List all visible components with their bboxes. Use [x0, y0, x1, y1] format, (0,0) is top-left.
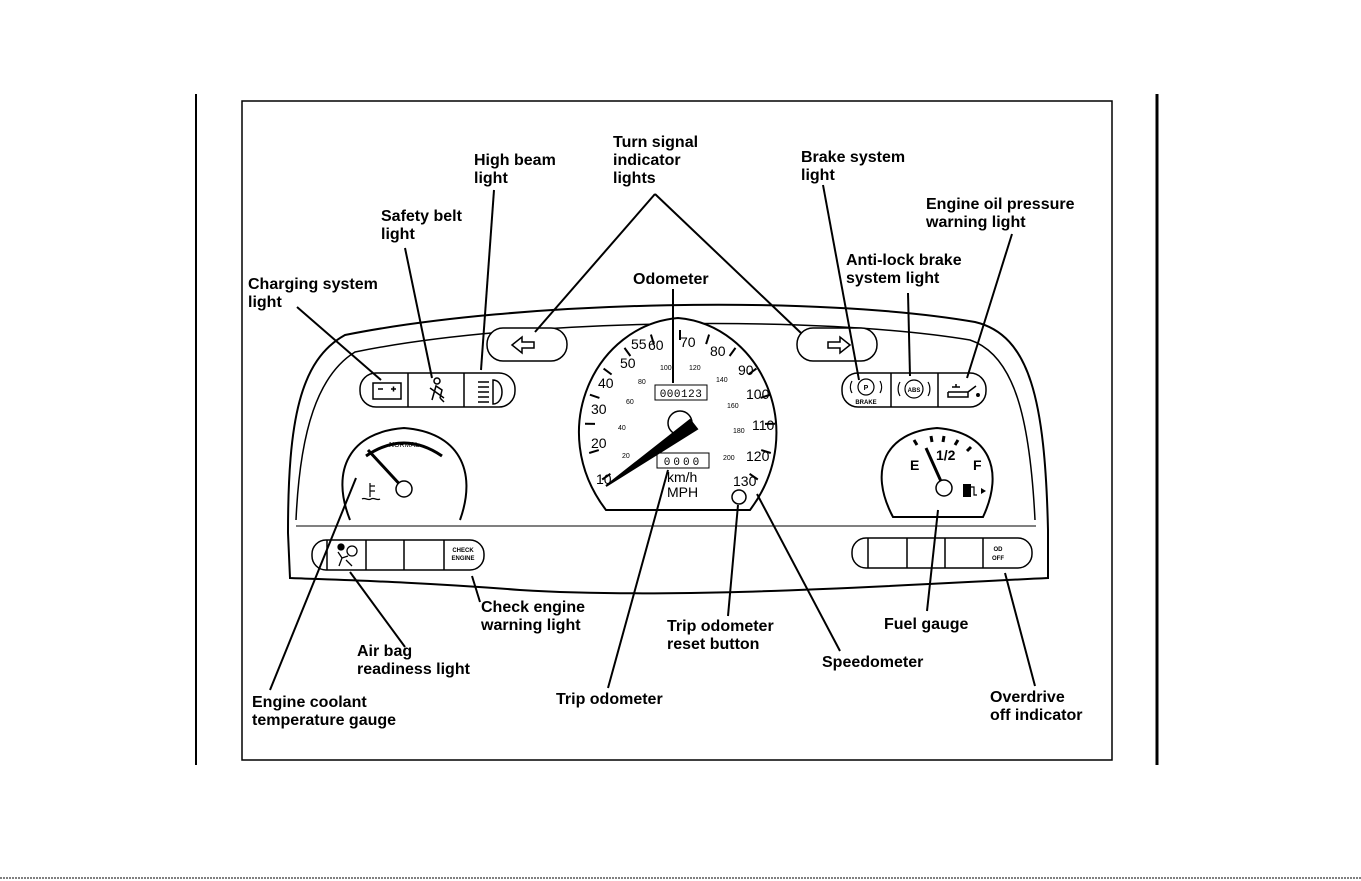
left-indicator-row [359, 372, 516, 408]
speedometer-tick-mark [728, 347, 737, 357]
speedometer-kmh-tick-label: 20 [622, 453, 630, 460]
odometer-reading: 000123 [660, 389, 703, 401]
speedometer-mph-tick-label: 100 [746, 386, 770, 402]
abs-icon: ABS [897, 379, 931, 399]
speedometer-kmh-tick-label: 100 [660, 365, 672, 372]
speedometer-kmh-tick-label: 40 [618, 425, 626, 432]
left-turn-signal-pod [486, 327, 568, 362]
temperature-normal-marking: NORMAL [389, 442, 419, 449]
oil-can-icon [947, 384, 980, 398]
right-indicator-row: P BRAKE ABS [841, 372, 987, 408]
speedometer-mph-tick-label: 40 [598, 375, 614, 391]
speedometer-mph-tick-label: 20 [591, 435, 607, 451]
lower-left-indicator-row: CHECK ENGINE [311, 539, 485, 571]
abs-label: ABS [908, 388, 921, 394]
odometer-window [654, 384, 708, 401]
leader-lines [269, 184, 1036, 691]
speedometer-mph-tick-label: 50 [620, 355, 636, 371]
lower-right-indicator-row: OD OFF [851, 537, 1033, 569]
speedometer-tick-mark [760, 449, 772, 454]
speedometer-mph-tick-label: 90 [738, 362, 754, 378]
kmh-unit: km/h [667, 469, 697, 485]
fuel-full-label: F [973, 457, 982, 473]
trip-odometer-window [656, 452, 710, 469]
speedometer-tick-mark [705, 334, 711, 345]
speedometer-kmh-tick-label: 160 [727, 403, 739, 410]
label-turn-signal: Turn signal indicator lights [613, 134, 703, 187]
speedometer-tick-mark [747, 367, 757, 376]
speedometer-mph-tick-label: 30 [591, 401, 607, 417]
airbag-icon [337, 543, 358, 567]
label-brake-system: Brake system light [801, 149, 910, 184]
label-air-bag: Air bag readiness light [357, 643, 471, 678]
label-oil-pressure: Engine oil pressure warning light [925, 196, 1079, 231]
label-coolant: Engine coolant temperature gauge [252, 694, 396, 729]
speedometer-mph-tick-label: 10 [596, 471, 612, 487]
label-charging-system: Charging system light [248, 276, 382, 311]
check-engine-text-1: CHECK [452, 548, 474, 554]
speedometer-tick-mark [603, 367, 613, 376]
speedometer-tick-mark [589, 393, 600, 399]
label-check-engine: Check engine warning light [480, 599, 589, 634]
thermometer-icon [361, 483, 381, 501]
speedometer-kmh-tick-label: 60 [626, 399, 634, 406]
speedometer-kmh-tick-label: 180 [733, 428, 745, 435]
trip-reset-button[interactable] [731, 489, 747, 505]
callout-labels: Charging system light Safety belt light … [248, 134, 1082, 729]
overdrive-off-text-1: OD [994, 547, 1004, 553]
speedometer-mph-tick-label: 70 [680, 334, 696, 350]
right-turn-signal-pod [796, 327, 878, 362]
label-odometer: Odometer [633, 271, 709, 288]
label-anti-lock: Anti-lock brake system light [846, 252, 966, 287]
temperature-needle [366, 448, 406, 491]
speedometer-tick-mark [588, 449, 600, 454]
temperature-gauge: NORMAL [341, 426, 468, 521]
fuel-gauge: E 1/2 F [880, 426, 994, 518]
label-fuel-gauge: Fuel gauge [884, 616, 969, 633]
fuel-pump-icon [963, 484, 986, 497]
label-speedometer: Speedometer [822, 654, 923, 671]
speedometer-mph-tick-label: 110 [752, 417, 775, 433]
label-safety-belt: Safety belt light [381, 208, 466, 243]
speedometer-kmh-tick-label: 80 [638, 379, 646, 386]
brake-label: BRAKE [855, 400, 876, 406]
mph-unit: MPH [667, 484, 698, 500]
svg-text:P: P [864, 385, 869, 392]
speedometer-kmh-tick-label: 200 [723, 455, 735, 462]
speedometer-tick-mark [749, 472, 759, 481]
speedometer-kmh-tick-label: 140 [716, 377, 728, 384]
speedometer-tick-mark [649, 334, 655, 345]
speedometer-mph-tick-label: 60 [648, 337, 664, 353]
battery-icon [372, 382, 402, 400]
speedometer-mph-tick-label: 130 [733, 473, 757, 489]
speedometer-kmh-tick-label: 120 [689, 365, 701, 372]
label-trip-reset: Trip odometer reset button [667, 618, 778, 653]
speedometer-needle [605, 418, 699, 487]
seatbelt-icon [429, 377, 445, 403]
label-trip-odometer: Trip odometer [556, 691, 663, 708]
label-high-beam: High beam light [474, 152, 560, 187]
speedometer-tick-mark [760, 393, 771, 399]
overdrive-off-text-2: OFF [992, 556, 1004, 562]
brake-icon: P BRAKE [849, 378, 883, 406]
fuel-empty-label: E [910, 457, 919, 473]
speedometer-tick-mark [601, 472, 611, 481]
check-engine-text-2: ENGINE [451, 556, 474, 562]
speedometer-mph-tick-label: 55 [631, 336, 647, 352]
label-overdrive: Overdrive off indicator [990, 689, 1082, 724]
speedometer-mph-tick-label: 80 [710, 343, 726, 359]
fuel-half-label: 1/2 [936, 447, 956, 463]
right-arrow-icon [827, 335, 852, 355]
speedometer-mph-tick-label: 120 [746, 448, 770, 464]
trip-odometer-reading: 0000 [664, 457, 702, 469]
figure-frame [241, 100, 1113, 761]
speedometer-tick-mark [623, 347, 632, 357]
high-beam-icon [478, 379, 503, 405]
left-arrow-icon [510, 335, 535, 355]
